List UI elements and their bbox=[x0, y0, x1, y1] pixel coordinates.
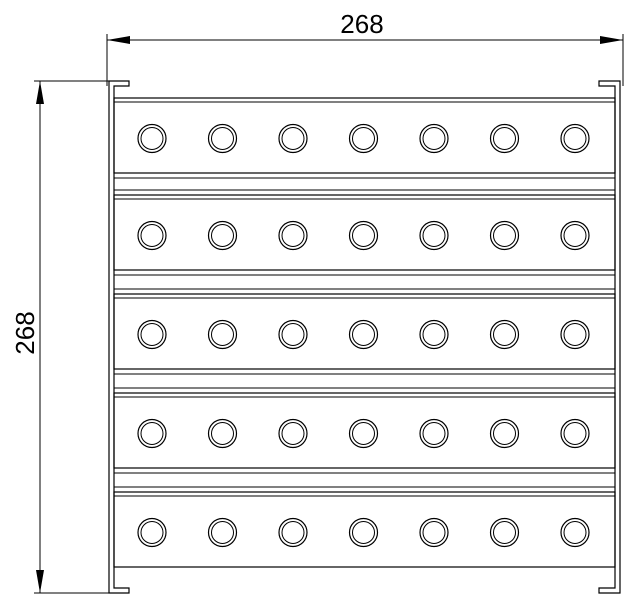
row-panel-inner bbox=[113, 198, 616, 271]
hole-inner-ring bbox=[422, 521, 446, 544]
hole-inner-ring bbox=[563, 127, 587, 150]
hole-inner-ring bbox=[352, 422, 375, 445]
hole-inner-ring bbox=[352, 323, 375, 346]
frame-right-outer bbox=[598, 80, 621, 594]
hole-inner-ring bbox=[422, 127, 446, 150]
hole-outer-ring bbox=[348, 123, 379, 154]
hole-outer-ring bbox=[207, 517, 238, 548]
height-arrow-top bbox=[36, 81, 44, 104]
hole-inner-ring bbox=[563, 323, 587, 346]
hole-inner-ring bbox=[493, 127, 516, 150]
panel-row bbox=[113, 293, 616, 389]
row-panel-inner bbox=[113, 495, 616, 568]
width-arrow-right bbox=[600, 36, 623, 44]
panel-row bbox=[113, 194, 616, 290]
hole-outer-ring bbox=[207, 123, 238, 154]
hole-inner-ring bbox=[493, 323, 516, 346]
hole-outer-ring bbox=[207, 220, 238, 251]
hole-inner-ring bbox=[140, 127, 164, 150]
hole-inner-ring bbox=[352, 224, 375, 247]
hole-outer-ring bbox=[278, 517, 308, 548]
hole-inner-ring bbox=[140, 521, 164, 544]
hole-outer-ring bbox=[137, 517, 167, 548]
hole-outer-ring bbox=[489, 319, 520, 350]
frame-left-outer bbox=[108, 80, 130, 594]
hole-inner-ring bbox=[281, 224, 305, 247]
width-dimension-label: 268 bbox=[340, 9, 383, 39]
hole-inner-ring bbox=[211, 521, 234, 544]
hole-inner-ring bbox=[493, 224, 516, 247]
hole-inner-ring bbox=[140, 224, 164, 247]
hole-inner-ring bbox=[211, 224, 234, 247]
panel-row bbox=[113, 491, 616, 568]
height-dimension: 268 bbox=[10, 80, 109, 594]
height-dimension-label: 268 bbox=[10, 311, 40, 354]
hole-outer-ring bbox=[489, 418, 520, 449]
hole-outer-ring bbox=[419, 319, 449, 350]
hole-inner-ring bbox=[281, 521, 305, 544]
hole-outer-ring bbox=[560, 517, 590, 548]
height-arrow-bottom bbox=[36, 570, 44, 593]
hole-outer-ring bbox=[137, 220, 167, 251]
hole-inner-ring bbox=[281, 323, 305, 346]
hole-outer-ring bbox=[278, 220, 308, 251]
hole-outer-ring bbox=[348, 517, 379, 548]
hole-inner-ring bbox=[493, 521, 516, 544]
hole-outer-ring bbox=[489, 517, 520, 548]
hole-inner-ring bbox=[211, 127, 234, 150]
hole-inner-ring bbox=[140, 323, 164, 346]
hole-inner-ring bbox=[563, 422, 587, 445]
hole-outer-ring bbox=[137, 319, 167, 350]
hole-inner-ring bbox=[281, 127, 305, 150]
hole-inner-ring bbox=[422, 323, 446, 346]
hole-inner-ring bbox=[352, 521, 375, 544]
hole-inner-ring bbox=[211, 323, 234, 346]
hole-outer-ring bbox=[489, 123, 520, 154]
hole-outer-ring bbox=[137, 123, 167, 154]
panel-row bbox=[113, 392, 616, 488]
hole-inner-ring bbox=[281, 422, 305, 445]
row-panel-inner bbox=[113, 101, 616, 174]
hole-inner-ring bbox=[422, 224, 446, 247]
panel-rows bbox=[113, 97, 616, 568]
hole-outer-ring bbox=[348, 220, 379, 251]
width-dimension: 268 bbox=[106, 9, 624, 86]
hole-outer-ring bbox=[348, 418, 379, 449]
hole-outer-ring bbox=[348, 319, 379, 350]
hole-inner-ring bbox=[422, 422, 446, 445]
hole-outer-ring bbox=[278, 123, 308, 154]
hole-outer-ring bbox=[489, 220, 520, 251]
row-panel-inner bbox=[113, 396, 616, 469]
hole-outer-ring bbox=[560, 319, 590, 350]
hole-outer-ring bbox=[419, 123, 449, 154]
hole-inner-ring bbox=[563, 521, 587, 544]
width-arrow-left bbox=[107, 36, 130, 44]
hole-outer-ring bbox=[278, 418, 308, 449]
hole-inner-ring bbox=[211, 422, 234, 445]
hole-inner-ring bbox=[140, 422, 164, 445]
hole-outer-ring bbox=[419, 220, 449, 251]
hole-inner-ring bbox=[352, 127, 375, 150]
hole-outer-ring bbox=[419, 418, 449, 449]
hole-outer-ring bbox=[278, 319, 308, 350]
row-panel-inner bbox=[113, 297, 616, 370]
panel-row bbox=[113, 97, 616, 191]
hole-outer-ring bbox=[560, 220, 590, 251]
hole-outer-ring bbox=[207, 319, 238, 350]
hole-outer-ring bbox=[419, 517, 449, 548]
hole-outer-ring bbox=[137, 418, 167, 449]
hole-outer-ring bbox=[207, 418, 238, 449]
hole-outer-ring bbox=[560, 418, 590, 449]
hole-inner-ring bbox=[563, 224, 587, 247]
hole-inner-ring bbox=[493, 422, 516, 445]
hole-outer-ring bbox=[560, 123, 590, 154]
